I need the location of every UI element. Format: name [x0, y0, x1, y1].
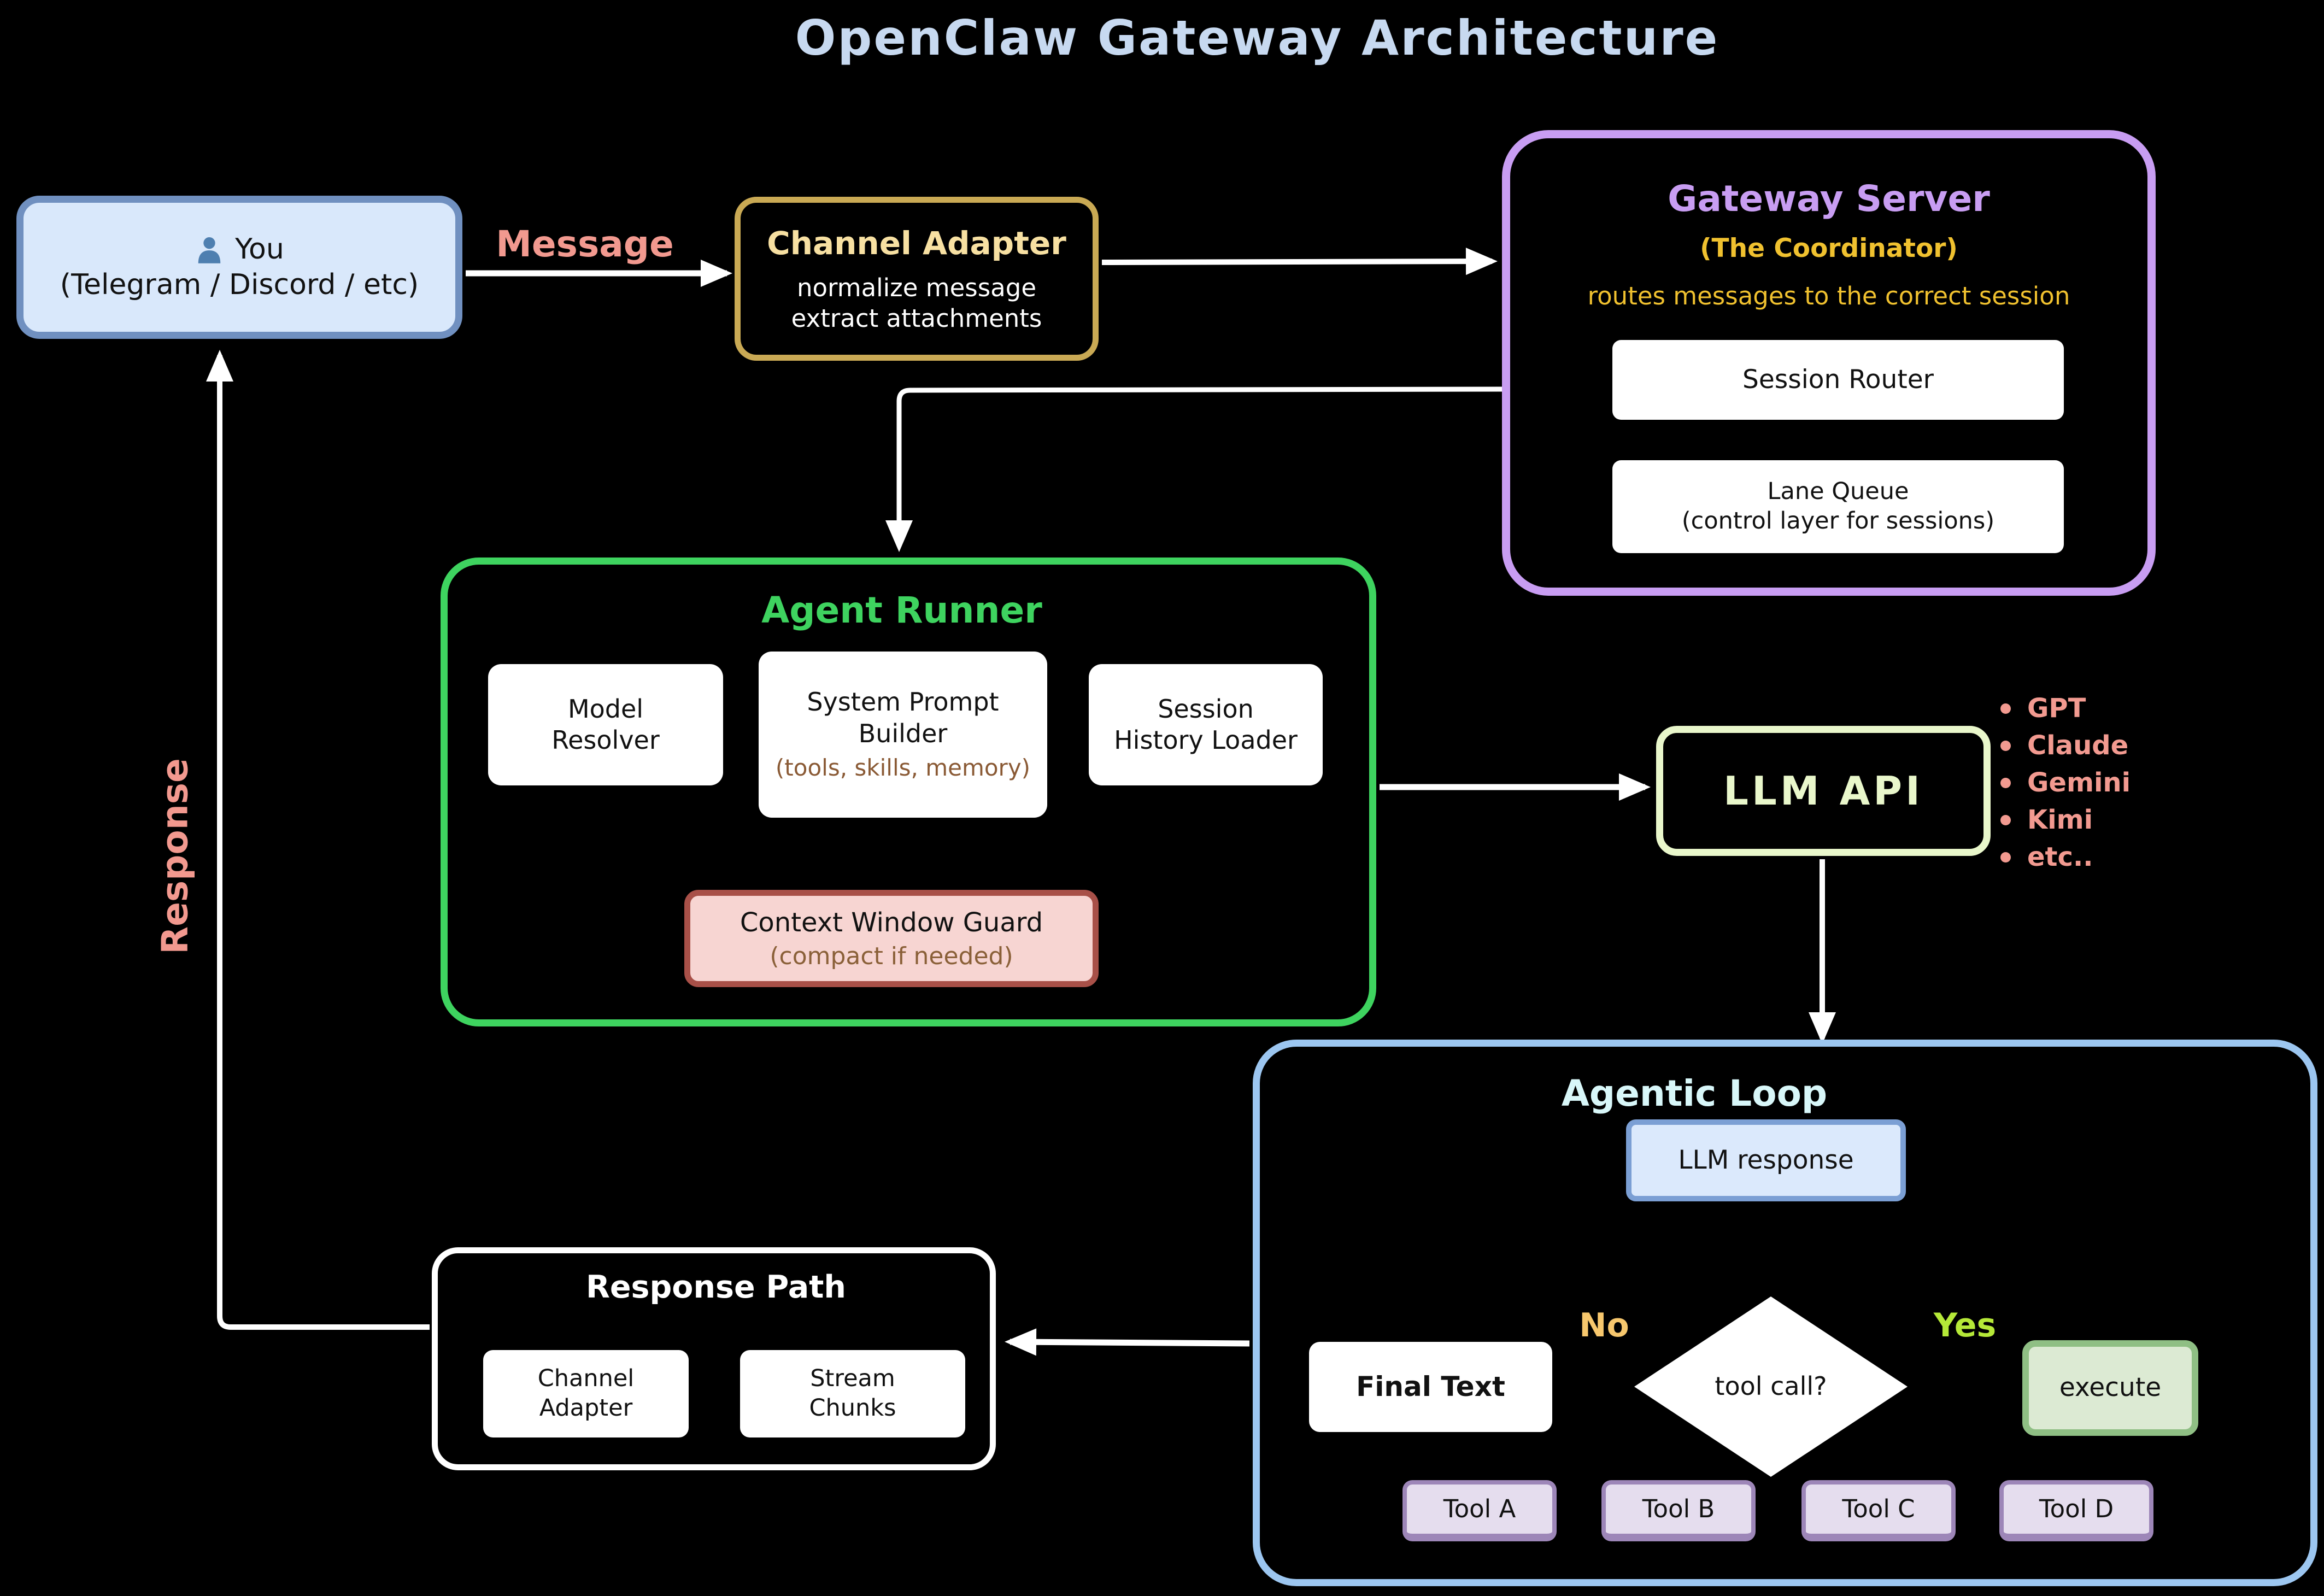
context-window-guard-box: Context Window Guard (compact if needed): [684, 890, 1099, 987]
you-label: You: [235, 233, 284, 266]
session-history-loader-box: Session History Loader: [1089, 664, 1323, 785]
page-title: OpenClaw Gateway Architecture: [795, 10, 1719, 66]
shl-line1: Session: [1158, 694, 1254, 724]
tool-b-box: Tool B: [1601, 1480, 1756, 1541]
spb-line1: System Prompt: [807, 687, 999, 717]
llm-model-list: GPT Claude Gemini Kimi etc..: [2000, 690, 2131, 876]
message-label: Message: [496, 223, 674, 265]
bullet-icon: [2000, 814, 2011, 825]
cwg-title: Context Window Guard: [740, 907, 1043, 938]
bullet-icon: [2000, 852, 2011, 862]
shl-line2: History Loader: [1114, 725, 1298, 755]
rp-stream-chunks-line2: Chunks: [809, 1394, 896, 1422]
llm-api-title: LLM API: [1723, 768, 1923, 814]
llm-model-item: etc..: [2000, 838, 2131, 876]
llm-api-node: LLM API: [1656, 726, 1991, 856]
llm-response-label: LLM response: [1678, 1145, 1854, 1175]
person-icon: [198, 237, 221, 263]
session-router-box: Session Router: [1612, 340, 2064, 420]
llm-model-item: Kimi: [2000, 801, 2131, 838]
responsepath-to-you-connector: [206, 350, 430, 1330]
rp-stream-chunks-box: Stream Chunks: [740, 1350, 965, 1437]
execute-box: execute: [2022, 1340, 2198, 1436]
spb-line2: Builder: [858, 718, 948, 748]
bullet-icon: [2000, 777, 2011, 788]
tool-b-label: Tool B: [1642, 1494, 1715, 1523]
you-node: You (Telegram / Discord / etc): [16, 196, 462, 339]
rp-channel-adapter-line1: Channel: [537, 1365, 635, 1393]
channel-adapter-node: Channel Adapter normalize message extrac…: [735, 197, 1099, 361]
model-resolver-box: Model Resolver: [488, 664, 723, 785]
decision-label: tool call?: [1715, 1371, 1827, 1401]
gateway-description: routes messages to the correct session: [1587, 281, 2070, 311]
llm-response-box: LLM response: [1626, 1119, 1906, 1201]
agentic-loop-title: Agentic Loop: [1561, 1072, 1828, 1114]
tool-d-label: Tool D: [2039, 1494, 2114, 1523]
session-router-label: Session Router: [1742, 364, 1934, 395]
final-text-box: Final Text: [1309, 1342, 1552, 1432]
spb-note: (tools, skills, memory): [775, 754, 1031, 782]
tool-c-label: Tool C: [1842, 1494, 1915, 1523]
bullet-icon: [2000, 740, 2011, 751]
tool-a-label: Tool A: [1443, 1494, 1516, 1523]
you-sublabel: (Telegram / Discord / etc): [60, 268, 419, 301]
gateway-to-runner-connector: [885, 386, 1503, 552]
tool-a-box: Tool A: [1402, 1480, 1557, 1541]
llm-model-item: Claude: [2000, 727, 2131, 764]
tool-d-box: Tool D: [1999, 1480, 2153, 1541]
channel-adapter-line1: normalize message: [796, 273, 1037, 302]
lane-queue-box: Lane Queue (control layer for sessions): [1612, 460, 2064, 553]
bullet-icon: [2000, 703, 2011, 714]
adapter-to-gateway-arrow: [1101, 248, 1498, 275]
tool-c-box: Tool C: [1801, 1480, 1956, 1541]
channel-adapter-line2: extract attachments: [791, 304, 1042, 333]
rp-channel-adapter-line2: Adapter: [539, 1394, 633, 1422]
agent-runner-title: Agent Runner: [761, 589, 1042, 631]
no-label: No: [1579, 1306, 1629, 1345]
final-text-label: Final Text: [1356, 1371, 1505, 1403]
model-resolver-line1: Model: [567, 694, 644, 724]
gateway-title: Gateway Server: [1668, 178, 1990, 220]
response-label: Response: [154, 758, 196, 954]
loop-to-responsepath-arrow: [1005, 1328, 1250, 1356]
channel-adapter-title: Channel Adapter: [767, 224, 1066, 262]
rp-channel-adapter-box: Channel Adapter: [483, 1350, 689, 1437]
gateway-subtitle: (The Coordinator): [1700, 233, 1958, 263]
lane-queue-title: Lane Queue: [1767, 478, 1909, 506]
response-path-title: Response Path: [586, 1269, 846, 1305]
llm-model-item: GPT: [2000, 690, 2131, 727]
rp-stream-chunks-line1: Stream: [810, 1365, 895, 1393]
lane-queue-sub: (control layer for sessions): [1681, 507, 1995, 535]
yes-label: Yes: [1933, 1306, 1997, 1345]
llm-model-item: Gemini: [2000, 764, 2131, 801]
cwg-note: (compact if needed): [770, 942, 1013, 970]
model-resolver-line2: Resolver: [551, 725, 660, 755]
system-prompt-builder-box: System Prompt Builder (tools, skills, me…: [759, 652, 1047, 818]
execute-label: execute: [2059, 1372, 2162, 1403]
